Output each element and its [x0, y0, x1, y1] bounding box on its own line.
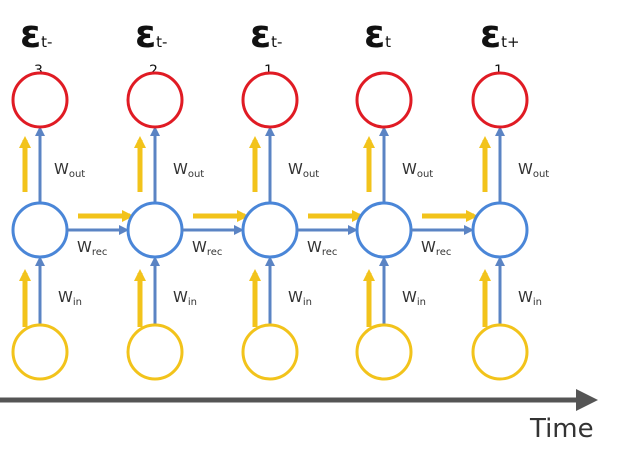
w-out-label-sub: out: [188, 169, 204, 180]
w-in-label-sub: in: [73, 297, 82, 308]
output-node: [241, 71, 299, 129]
error-label: εt-: [250, 12, 282, 56]
input-node: [126, 323, 184, 381]
hidden-node: [355, 201, 413, 259]
w-in-label-main: W: [402, 288, 417, 306]
error-subscript: t+: [501, 33, 519, 51]
hidden-node: [126, 201, 184, 259]
w-rec-label-main: W: [307, 238, 322, 256]
w-rec-label-sub: rec: [322, 247, 338, 258]
w-rec-label-sub: rec: [436, 247, 452, 258]
w-in-label-main: W: [173, 288, 188, 306]
error-label: εt+: [480, 12, 520, 56]
time-steps: εt-3WoutWinWrecεt-2WoutWinWrecεt-1WoutWi…: [11, 12, 549, 381]
time-axis: Time: [0, 389, 598, 444]
w-rec-label-main: W: [421, 238, 436, 256]
input-node: [471, 323, 529, 381]
error-symbol: ε: [250, 12, 271, 56]
input-node: [11, 323, 69, 381]
w-out-label-sub: out: [303, 169, 319, 180]
output-node: [11, 71, 69, 129]
error-subscript-line2: 1: [264, 63, 273, 79]
error-symbol: ε: [364, 12, 385, 56]
output-node: [355, 71, 413, 129]
w-out-label-main: W: [288, 160, 303, 178]
error-subscript: t-: [156, 33, 167, 51]
w-in-label: Win: [402, 288, 426, 308]
w-in-label: Win: [173, 288, 197, 308]
error-subscript-line2: 3: [34, 63, 43, 79]
w-in-label-main: W: [518, 288, 533, 306]
w-out-label: Wout: [402, 160, 433, 180]
w-rec-label-sub: rec: [92, 247, 108, 258]
error-label: εt-: [135, 12, 167, 56]
w-in-label-sub: in: [303, 297, 312, 308]
w-rec-label: Wrec: [77, 238, 107, 258]
w-out-label-sub: out: [417, 169, 433, 180]
w-out-label-sub: out: [533, 169, 549, 180]
hidden-node: [241, 201, 299, 259]
input-node: [355, 323, 413, 381]
w-out-label-main: W: [173, 160, 188, 178]
w-rec-label-sub: rec: [207, 247, 223, 258]
w-rec-label: Wrec: [421, 238, 451, 258]
w-in-label-main: W: [288, 288, 303, 306]
error-subscript: t-: [271, 33, 282, 51]
output-node: [126, 71, 184, 129]
output-node: [471, 71, 529, 129]
w-out-label: Wout: [288, 160, 319, 180]
hidden-node: [471, 201, 529, 259]
error-subscript-line2: 2: [149, 63, 158, 79]
w-rec-label: Wrec: [192, 238, 222, 258]
error-subscript-line2: 1: [494, 63, 503, 79]
time-axis-label: Time: [529, 414, 594, 444]
w-out-label-main: W: [402, 160, 417, 178]
w-in-label: Win: [288, 288, 312, 308]
error-symbol: ε: [480, 12, 501, 56]
w-rec-label-main: W: [192, 238, 207, 256]
w-out-label: Wout: [518, 160, 549, 180]
w-out-label: Wout: [173, 160, 204, 180]
error-symbol: ε: [135, 12, 156, 56]
w-rec-label-main: W: [77, 238, 92, 256]
error-symbol: ε: [20, 12, 41, 56]
input-node: [241, 323, 299, 381]
w-rec-label: Wrec: [307, 238, 337, 258]
w-in-label-sub: in: [533, 297, 542, 308]
error-label: εt: [364, 12, 391, 56]
w-in-label-main: W: [58, 288, 73, 306]
error-subscript: t-: [41, 33, 52, 51]
w-in-label: Win: [58, 288, 82, 308]
w-out-label-main: W: [518, 160, 533, 178]
error-label: εt-: [20, 12, 52, 56]
w-out-label: Wout: [54, 160, 85, 180]
hidden-node: [11, 201, 69, 259]
w-in-label-sub: in: [188, 297, 197, 308]
w-in-label-sub: in: [417, 297, 426, 308]
w-out-label-main: W: [54, 160, 69, 178]
error-subscript: t: [385, 33, 391, 51]
w-out-label-sub: out: [69, 169, 85, 180]
w-in-label: Win: [518, 288, 542, 308]
